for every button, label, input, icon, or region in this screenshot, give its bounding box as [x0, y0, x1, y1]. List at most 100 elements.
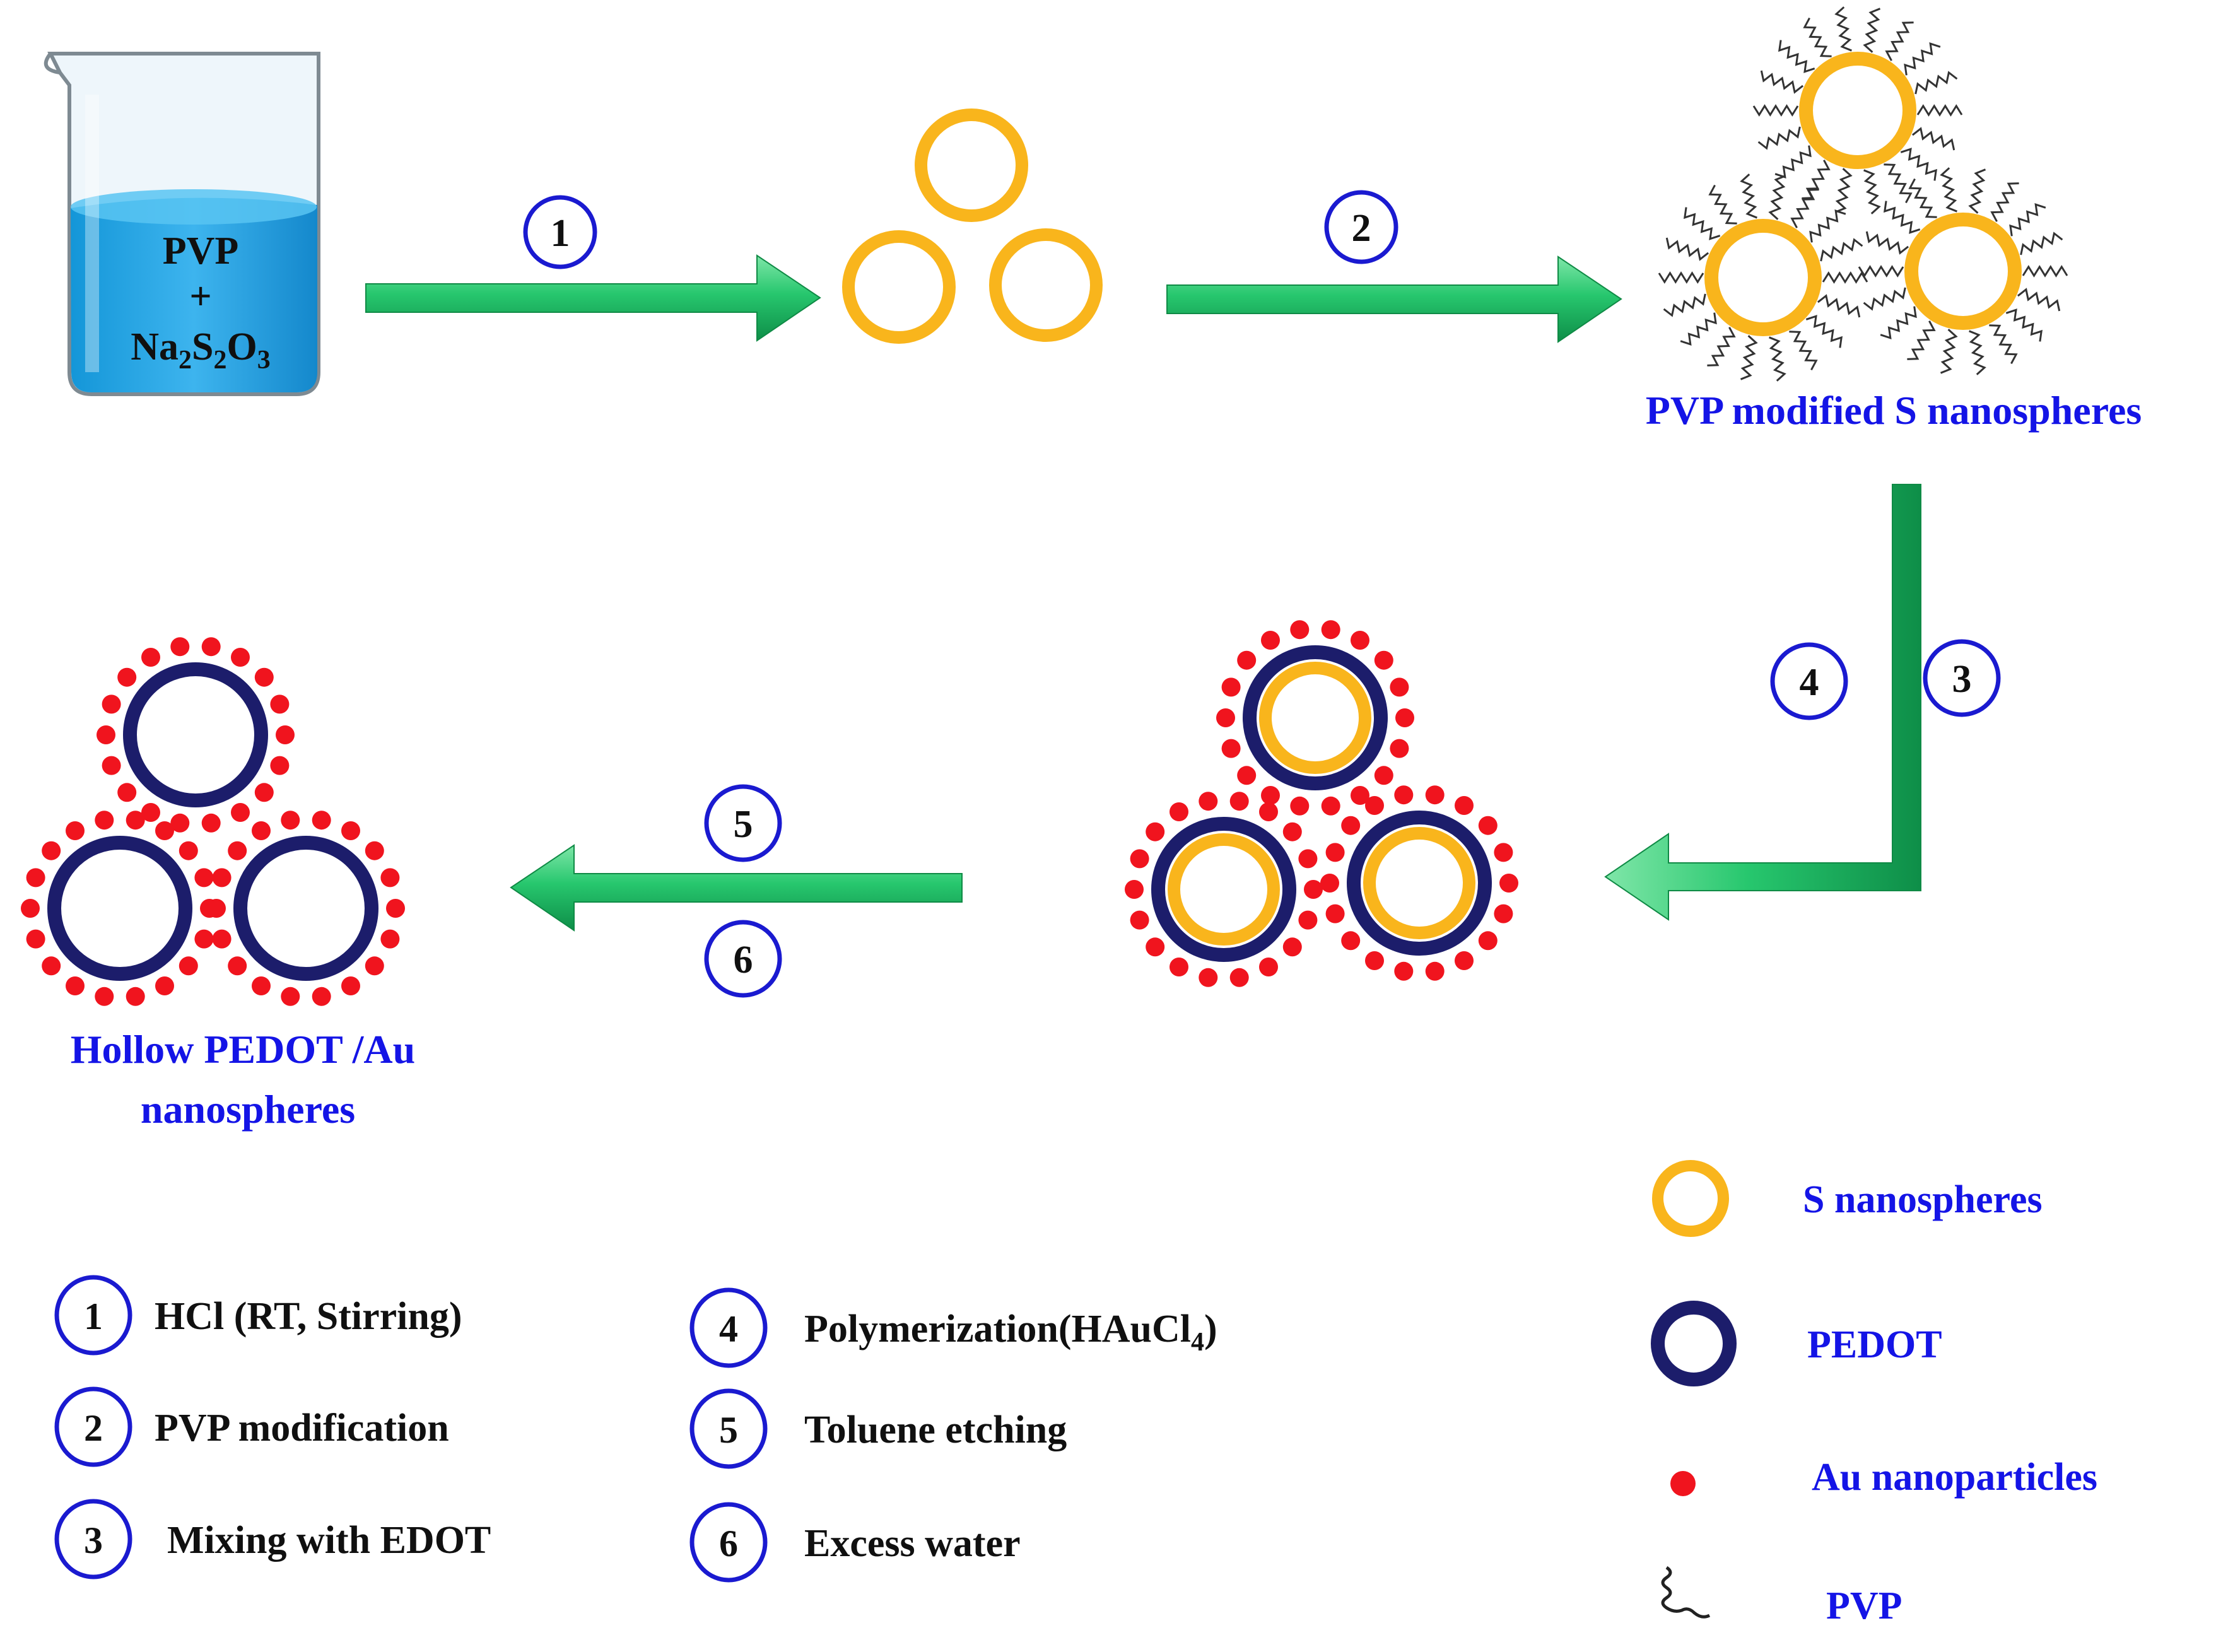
s-nanosphere: [1704, 219, 1822, 336]
au-nanoparticle: [207, 899, 226, 918]
svg-text:6: 6: [719, 1523, 738, 1564]
legend-label-pedot: PEDOT: [1807, 1323, 1942, 1366]
label-hollow-line2: nanospheres: [141, 1087, 355, 1132]
pvp-chain: [1757, 126, 1801, 150]
au-nanoparticle: [1199, 792, 1218, 811]
pvp-chain: [2022, 265, 2068, 278]
svg-text:2: 2: [1352, 207, 1371, 250]
pvp-chain: [1834, 168, 1853, 213]
au-nanoparticle: [102, 694, 121, 714]
pvp-chain: [1858, 265, 1904, 278]
svg-text:5: 5: [734, 803, 753, 846]
au-nanoparticle: [1325, 843, 1345, 862]
au-nanoparticle: [380, 868, 400, 888]
step-badge-2: 2: [1324, 190, 1398, 264]
au-nanoparticle: [1425, 785, 1445, 805]
au-nanoparticle: [231, 648, 250, 667]
pvp-chain: [1863, 287, 1906, 311]
svg-text:3: 3: [1952, 658, 1972, 701]
pvp-chain: [1916, 104, 1963, 117]
au-nanoparticle: [117, 667, 137, 687]
beaker-label-formula: Na2S2O3: [131, 325, 271, 375]
au-nanoparticle: [1325, 904, 1345, 923]
pvp-chain: [1914, 71, 1958, 95]
pvp-chain: [1683, 207, 1721, 240]
pvp-chain: [1865, 231, 1909, 255]
pvp-chain-icon: [1661, 1566, 1711, 1619]
pvp-chain: [1940, 329, 1958, 374]
au-nanoparticle: [1290, 796, 1310, 816]
svg-text:2: 2: [84, 1407, 103, 1449]
au-nanoparticle: [1282, 937, 1302, 957]
au-nanoparticle: [102, 756, 121, 775]
au-nanoparticle: [26, 868, 45, 888]
beaker-label-pvp: PVP: [163, 230, 239, 272]
au-nanoparticle: [1478, 816, 1498, 835]
au-nanoparticle: [194, 868, 214, 888]
legend-label-pvp: PVP: [1826, 1585, 1902, 1627]
pvp-chain: [1680, 312, 1717, 346]
au-nanoparticle: [1146, 822, 1165, 841]
au-nanoparticle: [1282, 822, 1302, 841]
pvp-chain: [1907, 320, 1936, 360]
pvp-chain: [1740, 173, 1757, 219]
label-pvp-modified: PVP modified S nanospheres: [1646, 388, 2142, 433]
pvp-chain: [1884, 163, 1913, 204]
au-nanoparticle: [21, 899, 40, 918]
au-nanoparticle: [1130, 849, 1149, 869]
au-nanoparticle: [1130, 910, 1149, 930]
au-nanoparticle: [1199, 968, 1218, 987]
au-nanoparticle: [1455, 796, 1474, 815]
au-nanoparticle: [155, 976, 174, 995]
pvp-chain: [1820, 238, 1863, 262]
au-nanoparticle: [276, 725, 295, 744]
pvp-chain: [1658, 271, 1704, 284]
au-nanoparticle: [252, 976, 271, 995]
au-nanoparticle: [1351, 786, 1369, 805]
pvp-chain: [1790, 189, 1819, 228]
au-nanoparticle: [1146, 937, 1165, 957]
au-nanoparticle: [1125, 880, 1144, 899]
pvp-chain: [2020, 231, 2063, 255]
arrow-step-3-4: [1604, 484, 1921, 921]
au-nanoparticle: [42, 956, 61, 976]
pvp-chain: [1809, 209, 1846, 243]
pvp-chain: [1911, 127, 1955, 151]
au-nanoparticle: [1320, 874, 1339, 893]
pvp-chain: [1708, 184, 1737, 225]
pvp-chain: [1990, 182, 2019, 222]
svg-text:4: 4: [1800, 661, 1819, 704]
au-nanoparticle: [1341, 816, 1361, 835]
pvp-chain: [1904, 42, 1941, 76]
au-nanoparticle: [1394, 961, 1414, 981]
au-nanoparticle: [1425, 961, 1445, 981]
au-nanoparticle: [26, 929, 45, 949]
svg-text:PVP modification: PVP modification: [155, 1407, 449, 1450]
au-nanoparticle: [1259, 958, 1278, 976]
au-nanoparticle: [341, 821, 360, 840]
au-nanoparticle: [1321, 620, 1340, 640]
pedot-shell: [233, 836, 378, 981]
au-nanoparticle: [1261, 786, 1280, 805]
pedot-shell: [47, 836, 192, 981]
step-badge-1: 1: [523, 195, 597, 269]
pvp-chain: [1760, 70, 1804, 94]
hollow-pedot-au-cluster: [21, 637, 405, 1006]
pvp-chain: [1940, 167, 1957, 213]
pvp-chain: [1989, 324, 2018, 365]
pvp-chain: [1805, 315, 1843, 348]
pvp-modified-cluster: [1658, 6, 2068, 382]
au-nanoparticle: [386, 899, 405, 918]
step-badge-5: 5: [704, 784, 782, 862]
au-nanoparticle: [1341, 931, 1361, 951]
au-nanoparticle: [254, 783, 274, 802]
pedot-shell: [123, 662, 268, 807]
au-nanoparticle: [1221, 739, 1241, 758]
s-nanosphere: [915, 108, 1028, 222]
s-nanospheres-cluster: [842, 108, 1103, 344]
au-nanoparticle: [380, 929, 400, 949]
pvp-chain: [1665, 237, 1709, 261]
svg-text:6: 6: [734, 939, 753, 981]
